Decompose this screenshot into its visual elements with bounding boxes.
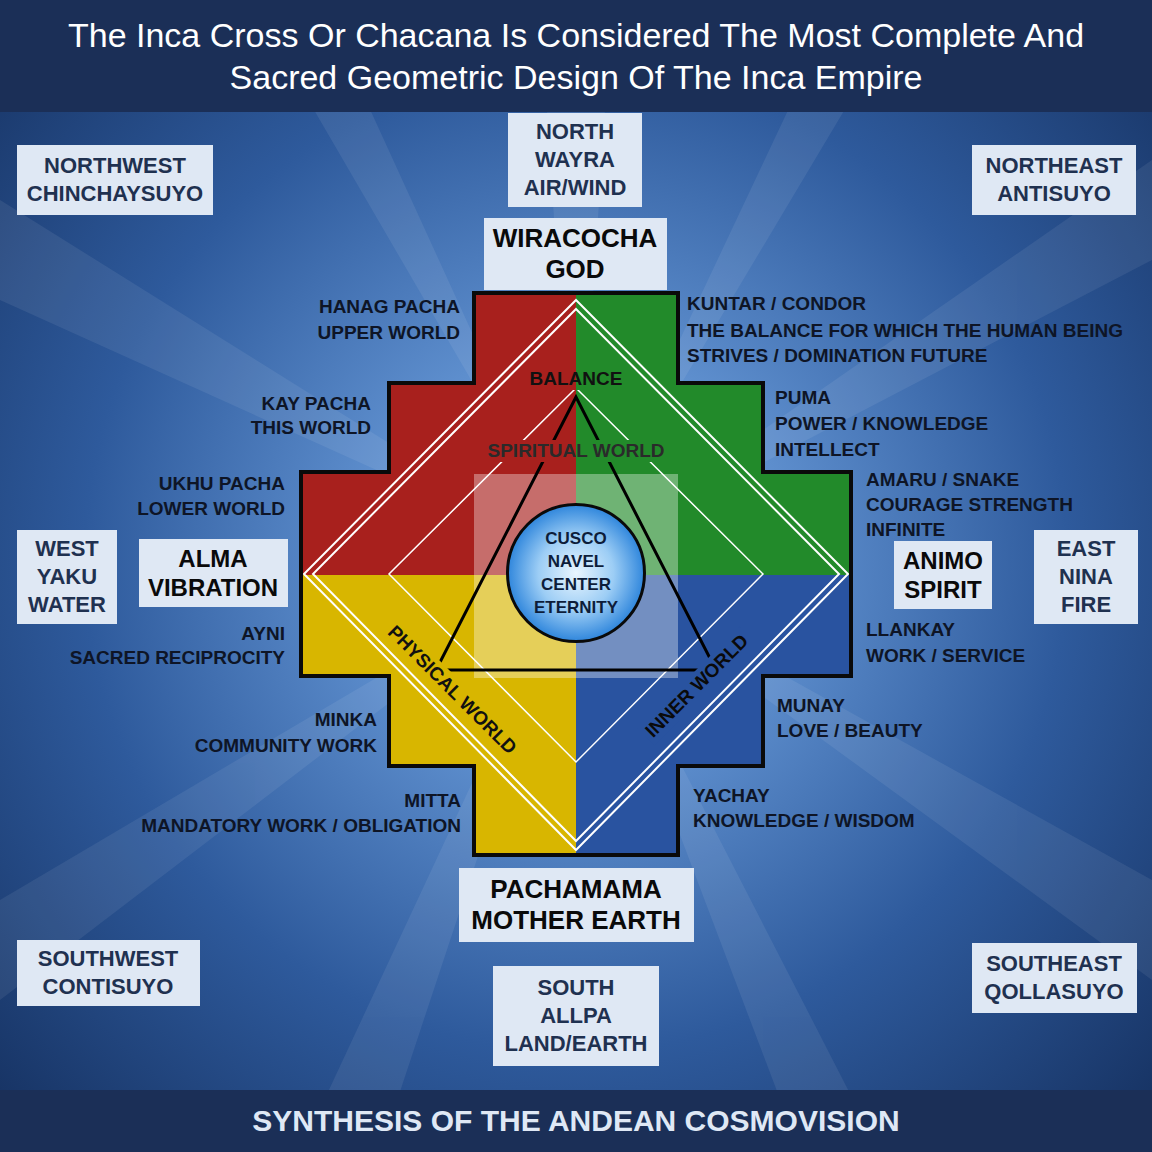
cosmovision-label: UKHU PACHA [159, 473, 285, 495]
deity-box: PACHAMAMAMOTHER EARTH [459, 868, 694, 942]
cosmovision-label: POWER / KNOWLEDGE [775, 413, 988, 435]
cosmovision-label: INFINITE [866, 519, 945, 541]
node-text: SOUTHEAST [986, 950, 1122, 978]
cosmovision-label: LOWER WORLD [137, 498, 285, 520]
node-text: MOTHER EARTH [471, 905, 680, 936]
node-text: NORTHEAST [986, 152, 1123, 180]
node-text: ALMA [178, 544, 247, 573]
caption: SYNTHESIS OF THE ANDEAN COSMOVISION [0, 1103, 1152, 1139]
page-title: The Inca Cross Or Chacana Is Considered … [16, 14, 1136, 98]
cosmovision-label: MANDATORY WORK / OBLIGATION [141, 815, 461, 837]
cosmovision-label: BALANCE [526, 368, 627, 390]
node-text: CENTER [541, 573, 611, 596]
node-text: NORTHWEST [44, 152, 186, 180]
cosmovision-label: KNOWLEDGE / WISDOM [693, 810, 915, 832]
inner-diamond [389, 388, 763, 762]
node-text: EAST [1057, 535, 1116, 563]
caption-bar [0, 1090, 1152, 1152]
cosmovision-label: YACHAY [693, 785, 770, 807]
center-circle-shape [508, 505, 645, 642]
node-text: AIR/WIND [524, 174, 627, 202]
node-text: NAVEL [548, 550, 604, 573]
cosmovision-label: KUNTAR / CONDOR [687, 293, 866, 315]
node-text: ANIMO [903, 546, 983, 575]
node-text: NORTH [536, 118, 614, 146]
node-text: FIRE [1061, 591, 1111, 619]
node-text: WEST [35, 535, 99, 563]
direction-box: SOUTHALLPALAND/EARTH [493, 966, 659, 1066]
node-text: ALLPA [540, 1002, 612, 1030]
direction-box: EASTNINAFIRE [1034, 530, 1138, 624]
cosmovision-label: INTELLECT [775, 439, 880, 461]
cosmovision-label: MUNAY [777, 695, 845, 717]
cosmovision-label: UPPER WORLD [318, 322, 461, 344]
center-circle: CUSCONAVELCENTERETERNITY [505, 502, 647, 644]
title-bar [0, 0, 1152, 112]
cosmovision-label: WORK / SERVICE [866, 645, 1025, 667]
cosmovision-label: THIS WORLD [251, 417, 371, 439]
cosmovision-label: LLANKAY [866, 619, 955, 641]
cosmovision-label: MITTA [404, 790, 461, 812]
node-text: WAYRA [535, 146, 615, 174]
direction-box: NORTHWESTCHINCHAYSUYO [17, 145, 213, 215]
node-text: YAKU [37, 563, 97, 591]
cosmovision-label: HANAG PACHA [319, 296, 460, 318]
triangle [436, 397, 716, 670]
cosmovision-label: KAY PACHA [262, 393, 371, 415]
direction-box: SOUTHEASTQOLLASUYO [972, 943, 1137, 1013]
cosmovision-label: LOVE / BEAUTY [777, 720, 923, 742]
node-text: PACHAMAMA [490, 874, 661, 905]
direction-box: WESTYAKUWATER [17, 530, 117, 624]
direction-box: SOUTHWESTCONTISUYO [17, 940, 200, 1006]
direction-box: NORTHEASTANTISUYO [972, 145, 1136, 215]
node-text: QOLLASUYO [984, 978, 1123, 1006]
direction-box: NORTHWAYRAAIR/WIND [508, 113, 642, 207]
node-text: CHINCHAYSUYO [27, 180, 203, 208]
outer-diamond [304, 300, 848, 850]
cosmovision-label: AMARU / SNAKE [866, 469, 1019, 491]
outer-diamond-inner-line [313, 309, 839, 841]
deity-box: WIRACOCHAGOD [484, 218, 667, 290]
node-text: SPIRIT [904, 575, 981, 604]
cosmovision-label: COURAGE STRENGTH [866, 494, 1073, 516]
node-text: ANTISUYO [997, 180, 1111, 208]
circle-outline [505, 502, 647, 644]
node-text: GOD [545, 254, 604, 285]
node-text: SOUTHWEST [38, 945, 179, 973]
concept-box: ANIMOSPIRIT [894, 541, 992, 609]
chacana-outline [301, 293, 851, 855]
cosmovision-label: SPIRITUAL WORLD [484, 440, 669, 462]
node-text: CUSCO [545, 527, 606, 550]
cosmovision-label: AYNI [241, 623, 285, 645]
cosmovision-label: PUMA [775, 387, 831, 409]
cosmovision-label: COMMUNITY WORK [195, 735, 377, 757]
node-text: CONTISUYO [43, 973, 174, 1001]
node-text: VIBRATION [148, 573, 278, 602]
cosmovision-label: SACRED RECIPROCITY [70, 647, 285, 669]
concept-box: ALMAVIBRATION [139, 539, 288, 607]
chacana-quadrants [290, 285, 866, 865]
node-text: ETERNITY [534, 596, 618, 619]
cosmovision-label: THE BALANCE FOR WHICH THE HUMAN BEING ST… [687, 318, 1132, 368]
cosmovision-label: MINKA [315, 709, 377, 731]
node-text: NINA [1059, 563, 1113, 591]
node-text: SOUTH [538, 974, 615, 1002]
node-text: WIRACOCHA [493, 223, 658, 254]
center-square [474, 474, 678, 678]
node-text: LAND/EARTH [505, 1030, 648, 1058]
node-text: WATER [28, 591, 106, 619]
